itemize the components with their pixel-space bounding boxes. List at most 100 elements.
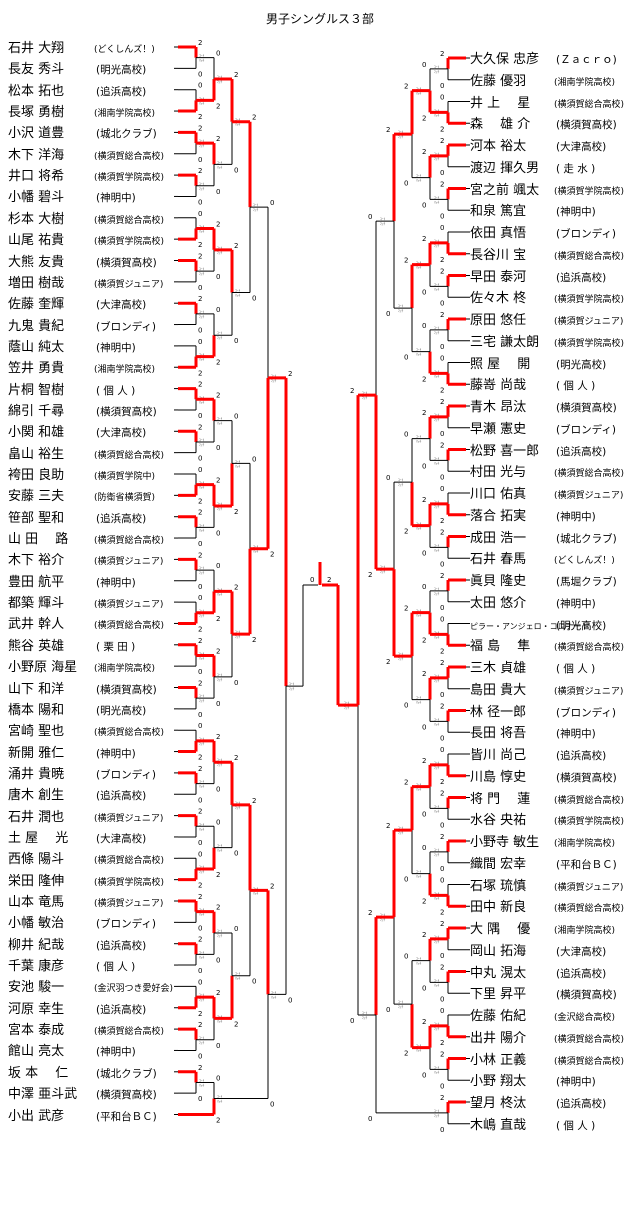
court-stamp: ｺｰﾄ	[199, 54, 205, 58]
match-score: 0	[440, 473, 444, 481]
right-player-row: 眞貝 隆史(馬堀クラブ)	[470, 570, 638, 590]
court-stamp: ﾏｯﾁ	[416, 439, 422, 444]
court-stamp: ﾏｯﾁ	[434, 765, 440, 770]
right-player-row: 松野 喜一郎(追浜高校)	[470, 440, 638, 460]
player-name: 太田 悠介	[470, 595, 527, 611]
match-score: 0	[216, 273, 220, 281]
match-score: 0	[234, 925, 238, 933]
final-score-left: 0	[310, 576, 314, 584]
player-name: 宮崎 聖也	[8, 724, 65, 740]
match-score: 0	[440, 485, 444, 493]
right-player-row: 福 島 隼(横須賀総合高校)	[470, 635, 638, 655]
court-stamp: ﾏｯﾁ	[398, 134, 404, 139]
player-name: 袴田 良助	[8, 468, 65, 483]
court-stamp: ｺｰﾄ	[199, 224, 205, 228]
player-name: 松本 拓也	[8, 83, 65, 99]
left-player-row: 松本 拓也(追浜高校)	[8, 80, 176, 100]
court-stamp: ｺｰﾄ	[434, 282, 440, 286]
court-stamp: ｺｰﾄ	[380, 913, 386, 917]
match-score: 2	[422, 931, 426, 939]
court-stamp: ﾏｯﾁ	[289, 686, 295, 691]
court-stamp: ﾏｯﾁ	[416, 961, 422, 966]
match-score: 2	[252, 114, 256, 122]
match-score: 2	[440, 386, 444, 394]
court-stamp: ﾏｯﾁ	[217, 164, 223, 169]
match-score: 2	[216, 615, 220, 623]
left-player-row: 土 屋 光(大津高校)	[8, 827, 176, 847]
court-stamp: ﾏｯﾁ	[199, 442, 205, 447]
court-stamp: ｺｰﾄ	[253, 545, 259, 549]
court-stamp: ｺｰﾄ	[235, 801, 241, 805]
match-score: 0	[440, 224, 444, 232]
match-score: 2	[404, 605, 408, 613]
court-stamp: ｺｰﾄ	[398, 130, 404, 134]
left-player-row: 畠山 裕生(横須賀総合高校)	[8, 443, 176, 463]
court-stamp: ﾏｯﾁ	[434, 330, 440, 335]
court-stamp: ｺｰﾄ	[434, 935, 440, 939]
player-club: ( 走 水 )	[556, 162, 596, 175]
player-name: 福 島 隼	[470, 639, 531, 655]
match-score: 0	[404, 702, 408, 710]
player-club: (神明中)	[556, 597, 596, 610]
right-player-row: 将 門 蓮(横須賀総合高校)	[470, 788, 638, 808]
court-stamp: ｺｰﾄ	[434, 761, 440, 765]
match-score: 2	[440, 778, 444, 786]
court-stamp: ｺｰﾄ	[199, 438, 205, 442]
left-player-row: 九鬼 貴紀(ブロンディ)	[8, 315, 176, 335]
player-name: 依田 真悟	[470, 226, 527, 241]
match-score: 2	[440, 517, 444, 525]
player-name: 蔭山 純太	[8, 339, 65, 355]
court-stamp: ｺｰﾄ	[199, 267, 205, 271]
match-score: 0	[216, 786, 220, 794]
left-player-row: 安藤 三夫(防衛省横須賀)	[8, 485, 176, 505]
match-score: 0	[234, 413, 238, 421]
match-score: 2	[198, 369, 202, 377]
court-stamp: ｺｰﾄ	[217, 758, 223, 762]
player-name: 大熊 友貴	[8, 254, 65, 270]
player-club: (神明中)	[556, 1076, 596, 1089]
left-player-row: 熊谷 英雄( 栗 田 )	[8, 635, 176, 655]
player-name: 安藤 三夫	[8, 489, 65, 505]
left-player-row: 新開 雅仁(神明中)	[8, 742, 176, 762]
court-stamp: ﾏｯﾁ	[253, 890, 259, 895]
court-stamp: ﾏｯﾁ	[434, 678, 440, 683]
player-club: (大津高校)	[96, 832, 147, 845]
court-stamp: ﾏｯﾁ	[217, 335, 223, 340]
right-player-row: 落合 拓実(神明中)	[470, 505, 638, 525]
court-stamp: ﾏｯﾁ	[199, 741, 205, 746]
player-club: (湘南学院高校)	[554, 839, 616, 849]
match-score: 2	[198, 113, 202, 121]
player-name: 早田 泰河	[470, 269, 527, 285]
player-club: (金沢総合高校)	[554, 1013, 616, 1023]
left-player-row: 中澤 亜斗武(横須賀高校)	[8, 1083, 176, 1103]
match-score: 0	[198, 850, 202, 858]
match-score: 0	[234, 679, 238, 687]
match-score: 0	[404, 180, 408, 188]
match-score: 2	[440, 833, 444, 841]
court-stamp: ﾏｯﾁ	[380, 221, 386, 226]
court-stamp: ｺｰﾄ	[362, 391, 368, 395]
right-player-row: 小野 翔太(神明中)	[470, 1070, 638, 1090]
player-name: 小関 和雄	[8, 425, 65, 441]
match-score: 0	[198, 722, 202, 730]
match-score: 2	[252, 797, 256, 805]
court-stamp: ﾏｯﾁ	[434, 69, 440, 74]
right-player-row: 佐藤 佑紀(金沢総合高校)	[470, 1005, 638, 1025]
right-player-row: 井 上 星(横須賀総合高校)	[470, 92, 638, 112]
match-score: 0	[198, 210, 202, 218]
right-player-row: 三木 貞雄( 個 人 )	[470, 657, 638, 677]
match-score: 2	[216, 647, 220, 655]
player-club: (Ｚａｃｒｏ)	[556, 54, 617, 66]
court-stamp: ﾏｯﾁ	[434, 199, 440, 204]
player-club: ( 個 人 )	[556, 1119, 596, 1132]
player-club: (横須賀総合高校)	[94, 215, 165, 226]
player-name: 大久保 忠彦	[470, 52, 540, 67]
player-club: (横須賀総合高校)	[554, 904, 625, 915]
court-stamp: ｺｰﾄ	[434, 543, 440, 547]
court-stamp: ｺｰﾄ	[199, 609, 205, 613]
court-stamp: ｺｰﾄ	[199, 865, 205, 869]
player-name: 柳井 紀哉	[8, 937, 65, 953]
match-score: 0	[422, 583, 426, 591]
player-club: (横須賀総合高校)	[554, 1034, 625, 1045]
